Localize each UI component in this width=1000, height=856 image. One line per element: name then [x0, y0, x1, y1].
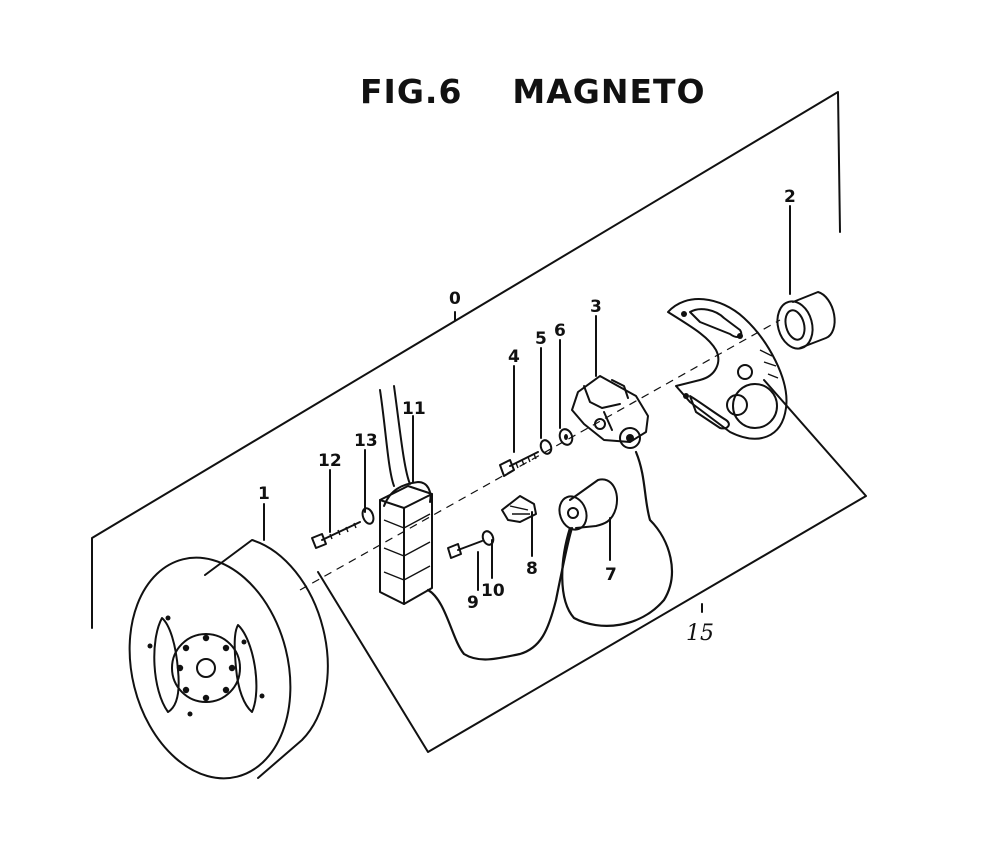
figure-title: FIG.6 MAGNETO	[360, 72, 706, 111]
callout-9: 9	[467, 593, 479, 613]
ignition-coil	[379, 385, 433, 605]
callout-4: 4	[508, 347, 520, 367]
callout-leaders	[263, 205, 791, 591]
condenser-clamp	[501, 495, 537, 523]
assembly-bracket-15	[317, 379, 867, 753]
screw-9	[447, 540, 483, 559]
bushing	[776, 291, 836, 350]
lead-wires	[426, 450, 673, 661]
callout-15: 15	[686, 621, 714, 646]
callout-12: 12	[318, 451, 342, 471]
lock-washer-10	[481, 530, 495, 546]
stator-base-plate	[667, 298, 788, 440]
callout-6: 6	[554, 321, 566, 341]
callout-13: 13	[354, 431, 378, 451]
callout-labels: 0 1 2 3 4 5 6 7 8 9 10 11 12 13 15	[258, 187, 796, 646]
callout-3: 3	[590, 297, 602, 317]
condenser	[558, 478, 618, 531]
callout-2: 2	[784, 187, 796, 207]
screw-12	[311, 521, 361, 549]
washer-13	[361, 507, 375, 525]
callout-10: 10	[481, 581, 505, 601]
callout-11: 11	[402, 399, 426, 419]
contact-breaker-point	[571, 375, 649, 449]
lock-washer-5	[539, 439, 553, 455]
screw-4	[499, 451, 539, 477]
callout-0: 0	[449, 289, 461, 309]
callout-8: 8	[526, 559, 538, 579]
callout-5: 5	[535, 329, 547, 349]
assembly-bracket-0	[91, 91, 841, 629]
flywheel-rotor	[128, 539, 329, 780]
callout-7: 7	[605, 565, 617, 585]
plain-washer-6	[558, 428, 574, 446]
callout-1: 1	[258, 484, 270, 504]
